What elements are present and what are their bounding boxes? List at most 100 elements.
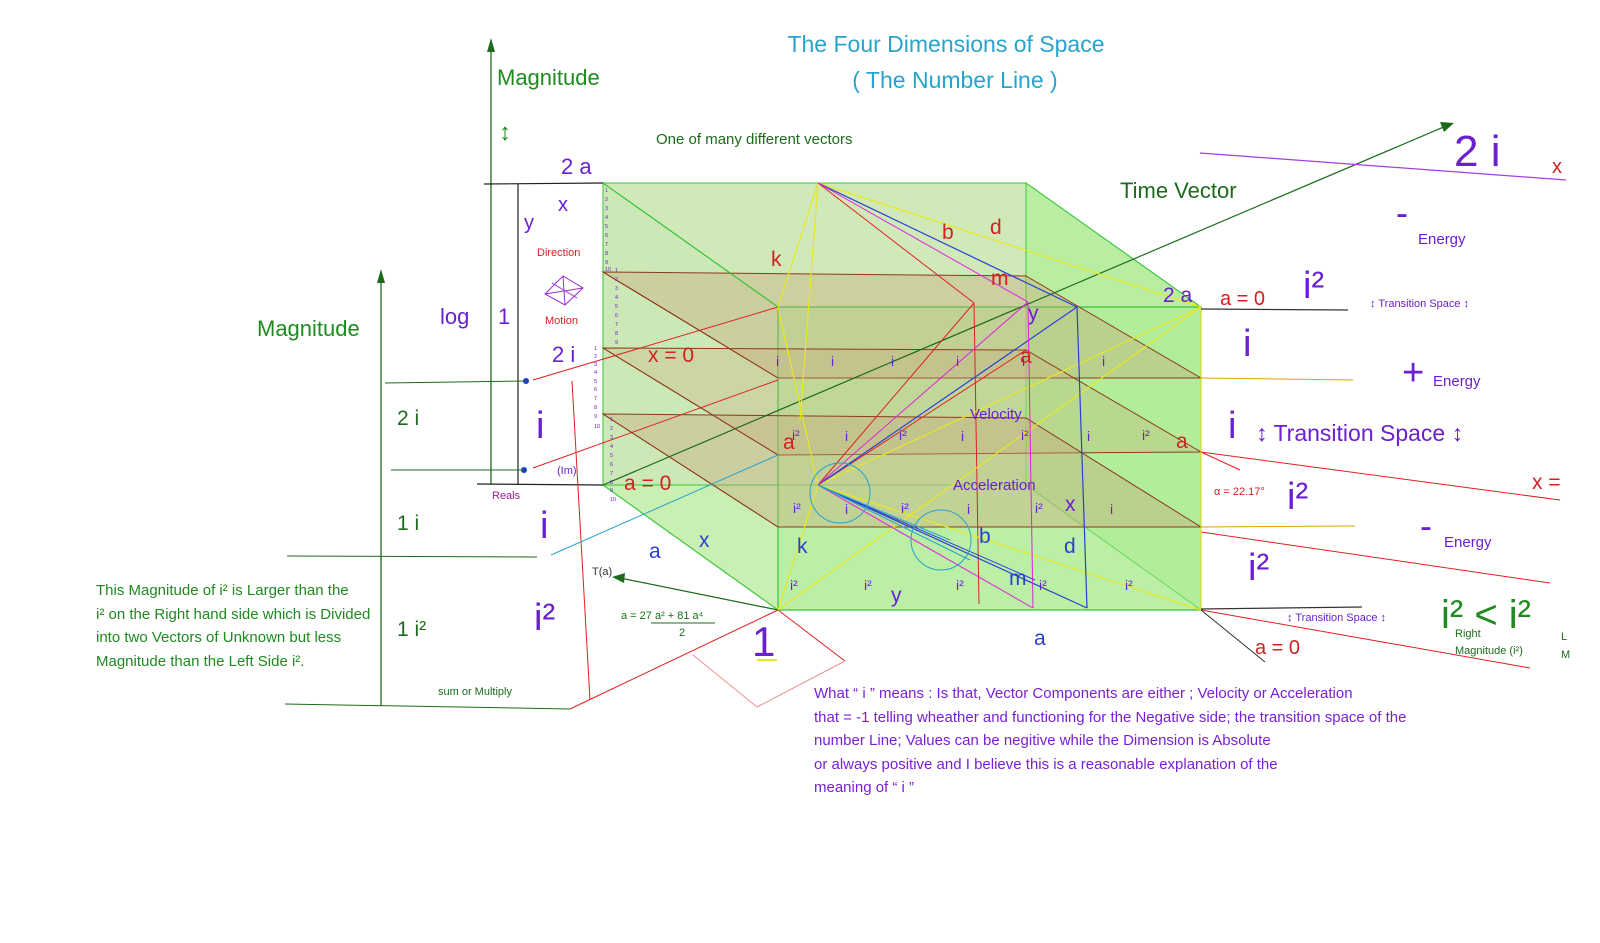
svg-text:6: 6 [610, 462, 613, 468]
i2-marker: i² [1039, 577, 1047, 593]
yellow-4 [777, 306, 819, 486]
alpha-label: α = 22.17° [1214, 486, 1265, 498]
svg-text:5: 5 [605, 224, 608, 230]
red-diag-2 [817, 349, 1027, 486]
y-mid-label: y [891, 584, 902, 607]
i-mid-big-label: i [540, 505, 548, 547]
svg-text:8: 8 [594, 405, 597, 411]
acceleration-circle [910, 509, 972, 571]
cyan-line-2 [817, 484, 971, 561]
magenta-4 [817, 301, 1029, 486]
red-line-5 [777, 609, 846, 662]
energy-plus-label: Energy [1433, 373, 1481, 390]
x-eq-right-label: x = [1532, 471, 1561, 494]
energy-top-label: Energy [1418, 231, 1466, 248]
green-level-2i [384, 380, 527, 384]
i2-right-top-label: i² [1303, 265, 1324, 307]
one-i-left-label: 1 i [397, 512, 419, 535]
svg-text:3: 3 [605, 206, 608, 212]
a-red-mid-label: a [1020, 345, 1032, 368]
red-vertical-1 [973, 302, 980, 605]
yellow-3 [799, 182, 819, 421]
green-level-bottom [284, 703, 571, 710]
right-line-yellow-1 [1200, 377, 1354, 381]
i2-marker: i² [901, 500, 909, 516]
svg-text:2: 2 [605, 197, 608, 203]
i2-marker: i² [956, 577, 964, 593]
red-top-1 [817, 182, 975, 304]
magenta-2 [1027, 301, 1034, 609]
b-top-label: b [942, 221, 954, 244]
transition-space-small-top: ↕ Transition Space ↕ [1370, 298, 1469, 310]
red-diag-1 [817, 302, 975, 486]
one-i2-left-label: 1 i² [397, 618, 426, 641]
b-mid-label: b [979, 525, 991, 548]
i2-marker: i² [864, 577, 872, 593]
bottom-note-line: What “ i ” means : Is that, Vector Compo… [814, 685, 1353, 702]
bottom-note-line: that = -1 telling wheather and functioni… [814, 708, 1407, 726]
svg-text:6: 6 [615, 313, 618, 319]
im-label: (Im) [557, 465, 577, 477]
bottom-note-line: meaning of “ i ” [814, 779, 915, 797]
magenta-1 [817, 182, 1029, 303]
svg-text:2: 2 [610, 426, 613, 432]
blue-4 [817, 484, 1088, 609]
svg-text:4: 4 [605, 215, 608, 221]
svg-text:1: 1 [610, 417, 613, 423]
minus-energy-top-sign: - [1396, 192, 1408, 233]
a-red-left-label: a [783, 431, 795, 454]
red-line-3 [571, 380, 591, 701]
m-mid-label: m [1009, 567, 1027, 590]
right-line-yellow-2 [1200, 525, 1356, 528]
red-line-1 [532, 306, 779, 381]
yellow-5 [817, 306, 1202, 486]
left-note-line: Magnitude than the Left Side i². [96, 652, 305, 670]
blue-2 [1076, 306, 1088, 609]
a-red-right-label: a [1176, 430, 1188, 453]
i2-marker: i² [1021, 427, 1029, 443]
right-line-bottom [1200, 606, 1363, 610]
red-line-8 [1200, 451, 1561, 501]
a-eq-0-right-top-label: a = 0 [1220, 288, 1265, 310]
magnitude-arrow-label: ↕ [499, 119, 511, 146]
yellow-7 [817, 484, 1202, 611]
one-of-many-label: One of many different vectors [656, 131, 853, 148]
left-note-line: into two Vectors of Unknown but less [96, 629, 342, 646]
i-marker: i [845, 428, 848, 444]
svg-text:4: 4 [615, 295, 618, 301]
x-top-label: x [558, 194, 568, 216]
meaning-of-i-explanation: What “ i ” means : Is that, Vector Compo… [814, 682, 1454, 800]
magenta-3 [817, 484, 1034, 609]
red-line-7 [756, 660, 846, 708]
i-marker: i [1087, 428, 1090, 444]
energy-bottom-label: Energy [1444, 534, 1492, 551]
d-top-label: d [990, 216, 1002, 239]
i2-marker: i² [793, 500, 801, 516]
blue-3 [817, 306, 1078, 486]
blue-5 [817, 484, 1036, 581]
small-i-markers: i i i i i i i i i i i i i² i² i² i² i² i… [776, 353, 1150, 593]
i-marker: i [961, 428, 964, 444]
svg-text:8: 8 [615, 331, 618, 337]
t-of-a-label: T(a) [592, 566, 612, 578]
svg-text:4: 4 [594, 370, 597, 376]
i-right-mid-label: i [1228, 405, 1236, 447]
magnitude-axis-top-arrow [487, 38, 495, 52]
yellow-2 [777, 182, 819, 308]
brown-diag-2 [602, 347, 779, 456]
log-label: log [440, 304, 469, 329]
svg-text:3: 3 [610, 435, 613, 441]
edge-m-label: M [1561, 649, 1570, 661]
d-mid-label: d [1064, 535, 1076, 558]
i-marker: i [776, 353, 779, 369]
top-shelf [483, 182, 604, 185]
velocity-label: Velocity [970, 406, 1022, 423]
reals-label: Reals [492, 490, 521, 502]
svg-text:1: 1 [615, 268, 618, 274]
svg-text:8: 8 [605, 251, 608, 257]
velocity-circle [809, 462, 871, 524]
transition-space-big: ↕ Transition Space ↕ [1256, 420, 1463, 446]
time-vector-label: Time Vector [1120, 178, 1237, 203]
yellow-6 [777, 306, 1202, 611]
